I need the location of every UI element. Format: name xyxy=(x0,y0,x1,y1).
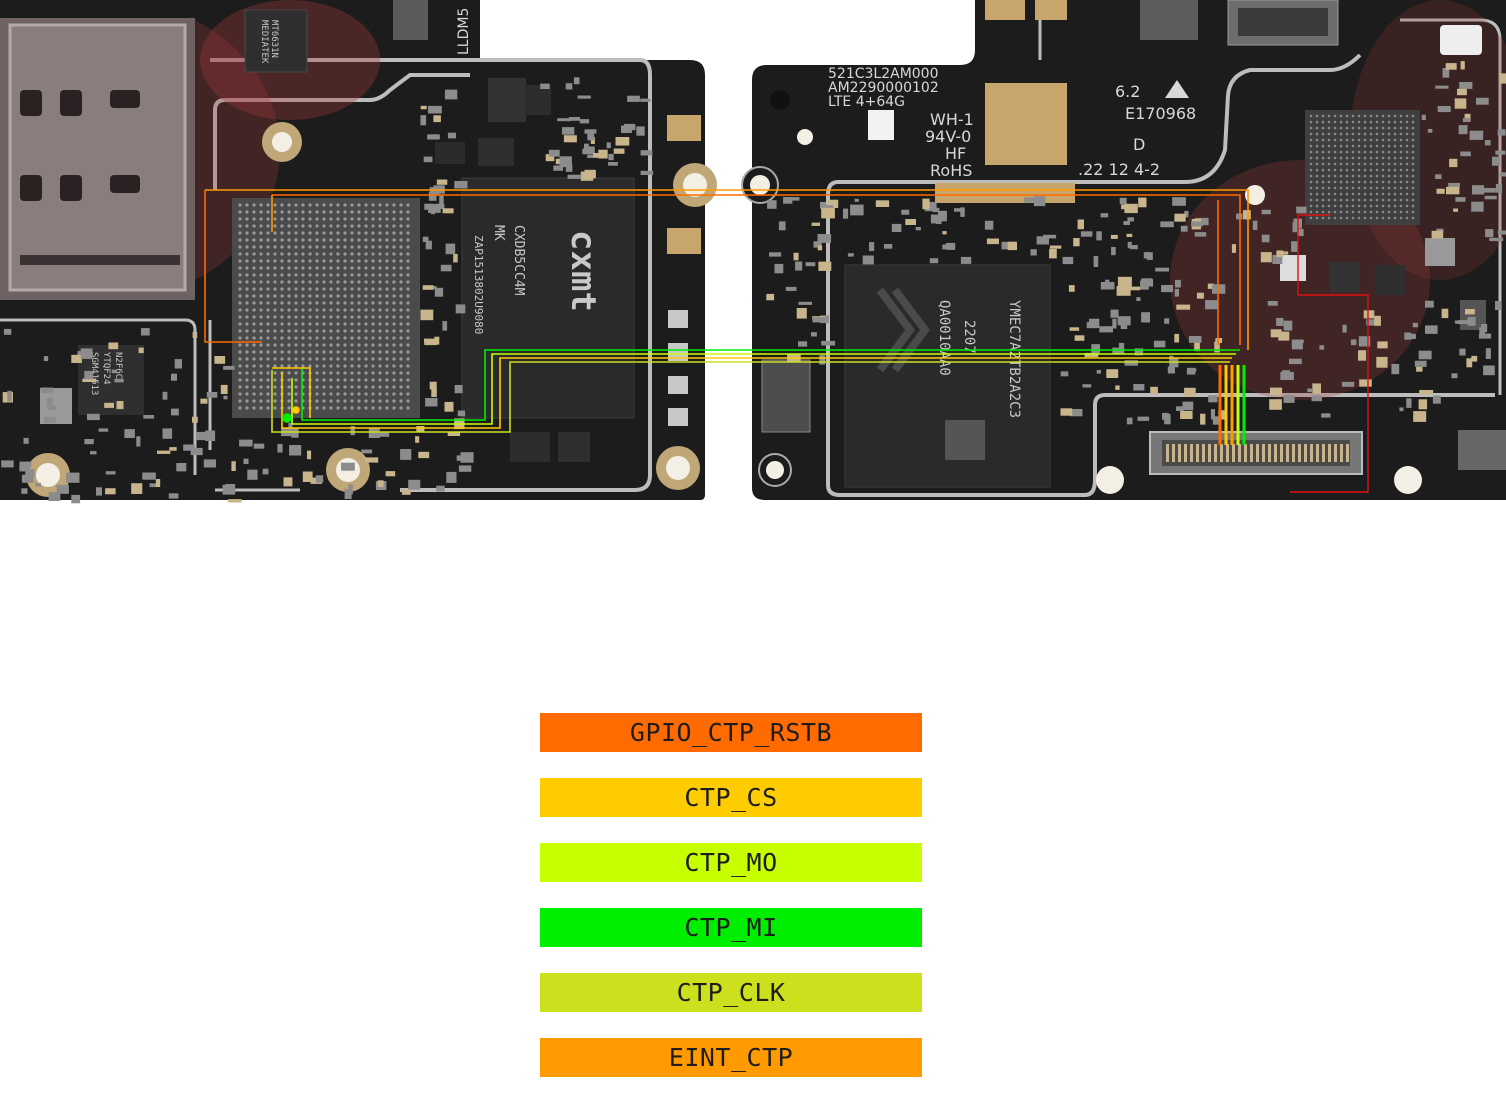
emmc-code: YMEC7A2TB2A2C3 xyxy=(1006,300,1022,418)
svg-text:MEDIATEK: MEDIATEK xyxy=(259,20,269,64)
left-board: MEDIATEK MT6631N LLDM5 cxmt CXDB5CC4M xyxy=(0,0,717,504)
svg-text:CXDB5CC4M: CXDB5CC4M xyxy=(511,225,526,296)
right-board: 521C3L2AM000 AM2290000102 LTE 4+64G WH-1… xyxy=(393,0,1506,500)
board-text-line-1: 521C3L2AM000 xyxy=(828,66,939,82)
legend-item-ctp-mi: CTP_MI xyxy=(540,908,922,947)
memory-brand: cxmt xyxy=(563,230,603,312)
pcb-board-photo: MEDIATEK MT6631N LLDM5 cxmt CXDB5CC4M xyxy=(0,0,1506,510)
legend-item-ctp-clk: CTP_CLK xyxy=(540,973,922,1012)
legend-item-ctp-cs: CTP_CS xyxy=(540,778,922,817)
ul-text-4: .22 12 4-2 xyxy=(1078,160,1160,179)
svg-text:ZAP1513802U9080: ZAP1513802U9080 xyxy=(472,235,485,334)
legend-item-eint-ctp: EINT_CTP xyxy=(540,1038,922,1077)
pcb-board-drawing: MEDIATEK MT6631N LLDM5 cxmt CXDB5CC4M xyxy=(0,0,1506,504)
ul-text-3: D xyxy=(1133,135,1145,154)
board-text-line-2: AM2290000102 xyxy=(828,80,939,96)
signal-traces xyxy=(204,189,1369,493)
cert-text-3: HF xyxy=(945,144,966,163)
cert-text-1: WH-1 xyxy=(930,110,974,129)
svg-text:MK: MK xyxy=(491,225,506,241)
ul-text-2: E170968 xyxy=(1125,104,1196,123)
svg-text:MT6631N: MT6631N xyxy=(269,20,279,58)
svg-text:SGM41513: SGM41513 xyxy=(89,352,99,395)
emmc-date: 2207 xyxy=(961,320,977,354)
svg-text:QA0010AA0: QA0010AA0 xyxy=(936,300,952,376)
svg-text:LLDM5: LLDM5 xyxy=(456,8,472,55)
legend-item-ctp-mo: CTP_MO xyxy=(540,843,922,882)
ul-text-1: 6.2 xyxy=(1115,82,1140,101)
board-text-line-3: LTE 4+64G xyxy=(828,94,905,110)
cert-text-2: 94V-0 xyxy=(925,127,971,146)
cert-text-4: RoHS xyxy=(930,161,972,180)
svg-text:N2F6C: N2F6C xyxy=(113,352,123,379)
legend-item-gpio-ctp-rstb: GPIO_CTP_RSTB xyxy=(540,713,922,752)
svg-text:YTQF24: YTQF24 xyxy=(101,352,111,385)
